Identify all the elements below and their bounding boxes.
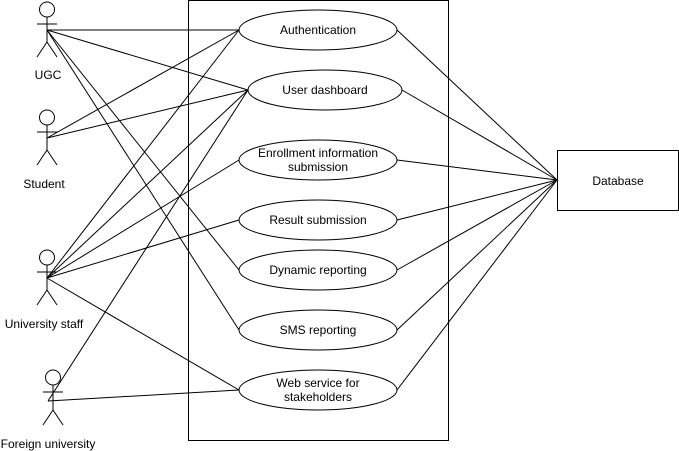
use-case-dynamic-reporting[interactable]: Dynamic reporting — [238, 249, 398, 291]
stick-figure-icon — [36, 109, 58, 166]
use-case-result-submission[interactable]: Result submission — [238, 199, 398, 241]
use-case-label: submission — [288, 160, 348, 174]
association-user-dashboard-database — [401, 89, 558, 181]
association-student-authentication — [46, 29, 240, 139]
use-case-label: Authentication — [280, 23, 356, 37]
use-case-user-dashboard[interactable]: User dashboard — [247, 69, 403, 111]
actor-label: University staff — [5, 317, 84, 331]
use-case-label: Dynamic reporting — [269, 263, 366, 277]
use-case-label: User dashboard — [282, 83, 367, 97]
association-result-submission-database — [396, 179, 558, 221]
association-university-staff-enrollment-info — [46, 159, 240, 279]
system-boundary — [188, 0, 449, 441]
stick-figure-icon — [36, 249, 58, 306]
association-university-staff-authentication — [46, 29, 240, 279]
association-web-service-database — [396, 179, 558, 391]
association-ugc-user-dashboard — [46, 29, 249, 91]
association-ugc-sms-reporting — [46, 29, 240, 331]
use-case-label: Result submission — [269, 213, 366, 227]
actor-label: Foreign university — [1, 437, 96, 451]
association-authentication-database — [396, 29, 558, 181]
association-university-staff-user-dashboard — [46, 89, 249, 279]
actor-label: Student — [23, 177, 65, 191]
association-foreign-university-user-dashboard — [47, 89, 249, 402]
stick-figure-icon — [42, 369, 64, 426]
association-lines — [46, 29, 558, 402]
association-ugc-dynamic-reporting — [46, 29, 240, 271]
association-foreign-university-web-service — [47, 389, 240, 402]
use-case-label: Enrollment information — [258, 146, 378, 160]
association-dynamic-reporting-database — [396, 179, 558, 271]
association-sms-reporting-database — [396, 179, 558, 331]
use-case-sms-reporting[interactable]: SMS reporting — [238, 309, 398, 351]
database-box[interactable]: Database — [557, 150, 679, 211]
actor-label: UGC — [35, 68, 62, 82]
database-label: Database — [592, 174, 644, 188]
association-university-staff-web-service — [46, 277, 240, 391]
actor-ugc[interactable]: UGC — [35, 1, 62, 82]
use-case-label: SMS reporting — [280, 323, 357, 337]
use-case-label: stakeholders — [284, 390, 352, 404]
use-case-label: Web service for — [276, 376, 359, 390]
stick-figure-icon — [36, 1, 58, 58]
actor-university-staff[interactable]: University staff — [5, 249, 84, 331]
association-university-staff-result-submission — [46, 219, 240, 279]
association-student-user-dashboard — [46, 89, 249, 139]
use-case-authentication[interactable]: Authentication — [238, 9, 398, 51]
actor-student[interactable]: Student — [23, 109, 65, 191]
actor-foreign-university[interactable]: Foreign university — [1, 369, 96, 451]
association-enrollment-info-database — [396, 159, 558, 181]
